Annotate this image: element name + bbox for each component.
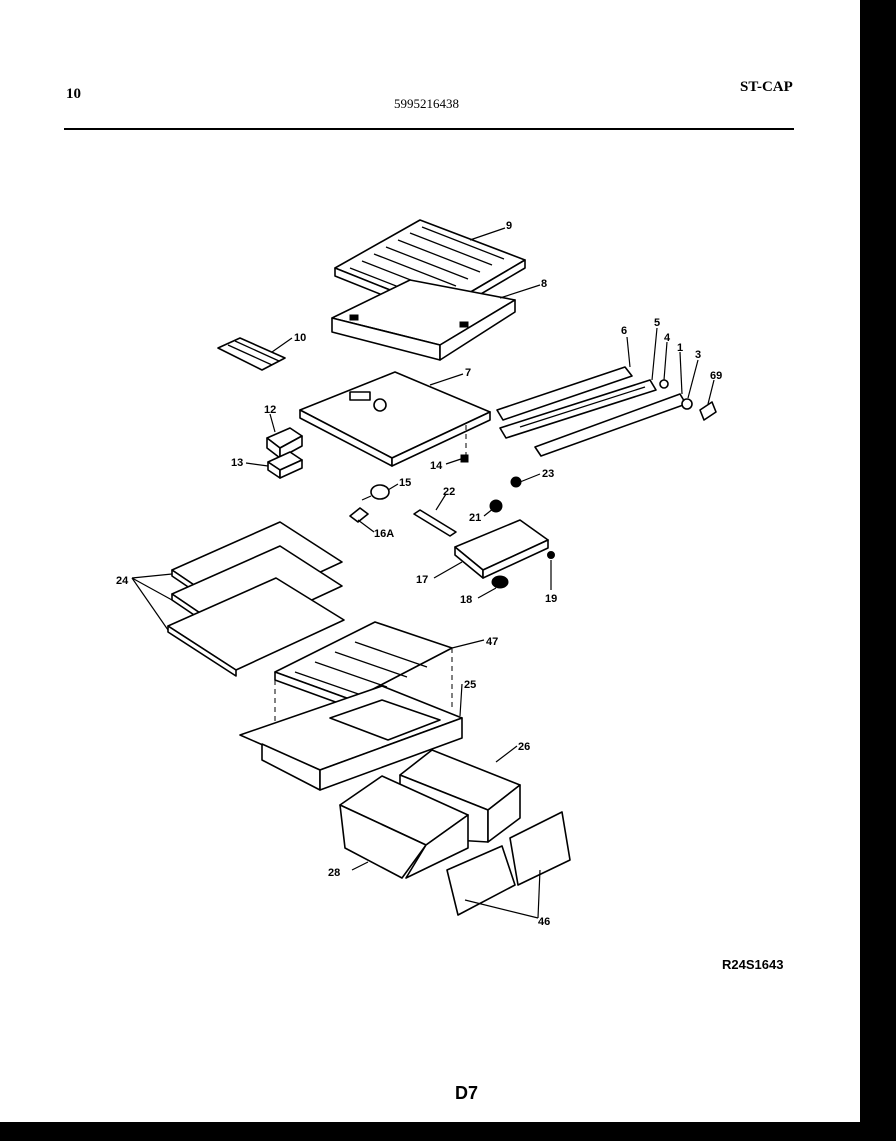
part-28-crisper-bin (339, 775, 469, 879)
part-6-rail (496, 366, 633, 421)
part-24-shelf-bottom (167, 577, 345, 677)
callout-7: 7 (465, 367, 471, 379)
header-rule (64, 128, 794, 130)
part-69-clip (699, 401, 717, 421)
part-17-control-housing (454, 519, 549, 579)
part-number: 5995216438 (394, 96, 459, 111)
callout-6: 6 (621, 325, 627, 337)
callout-17: 17 (416, 574, 428, 586)
callout-23: 23 (542, 468, 554, 480)
callout-9: 9 (506, 220, 512, 232)
part-7-shelf (299, 371, 491, 467)
callout-8: 8 (541, 278, 547, 290)
leader-lines (131, 227, 715, 919)
callout-47: 47 (486, 636, 498, 648)
callout-4: 4 (664, 332, 671, 344)
callout-21: 21 (469, 512, 481, 524)
diagram-code: D7 (455, 1083, 479, 1103)
drawing-reference-code: R24S1643 (722, 957, 784, 972)
part-12-housing (266, 427, 303, 459)
part-19-screw (547, 551, 555, 559)
part-8-pan (331, 279, 516, 361)
callout-18: 18 (460, 594, 472, 606)
exploded-parts-diagram: 9 8 10 7 6 5 4 1 3 69 12 13 14 15 16A 22… (116, 219, 722, 928)
part-18-dial (491, 575, 509, 589)
part-16a-socket (349, 507, 369, 523)
part-3-cap (681, 398, 693, 410)
callout-12: 12 (264, 404, 276, 416)
callout-28: 28 (328, 867, 340, 879)
callout-5: 5 (654, 317, 660, 329)
part-4-screw (659, 379, 669, 389)
callout-69: 69 (710, 370, 722, 382)
callout-19: 19 (545, 593, 557, 605)
callout-26: 26 (518, 741, 530, 753)
part-46-drawer-front-right (509, 811, 571, 886)
callout-24: 24 (116, 575, 129, 587)
part-23-knob (510, 476, 522, 488)
part-5-rail (499, 379, 657, 439)
callout-15: 15 (399, 477, 411, 489)
part-25-crisper-frame (239, 685, 463, 791)
page-number: 10 (66, 86, 81, 102)
callout-25: 25 (464, 679, 476, 691)
diagram-sheet (0, 0, 860, 1122)
callout-3: 3 (695, 349, 701, 361)
callout-14: 14 (430, 460, 443, 472)
part-14-clip (460, 454, 469, 463)
callout-46: 46 (538, 916, 550, 928)
part-15-bulb (361, 484, 390, 501)
part-10-rack (217, 337, 286, 371)
part-46-drawer-front-left (446, 845, 516, 916)
callout-13: 13 (231, 457, 243, 469)
callout-16a: 16A (374, 528, 394, 540)
model-code: ST-CAP (740, 79, 793, 95)
callout-22: 22 (443, 486, 455, 498)
callout-1: 1 (677, 342, 683, 354)
callout-10: 10 (294, 332, 306, 344)
part-22-rod (413, 509, 457, 537)
part-13-housing (267, 451, 303, 479)
